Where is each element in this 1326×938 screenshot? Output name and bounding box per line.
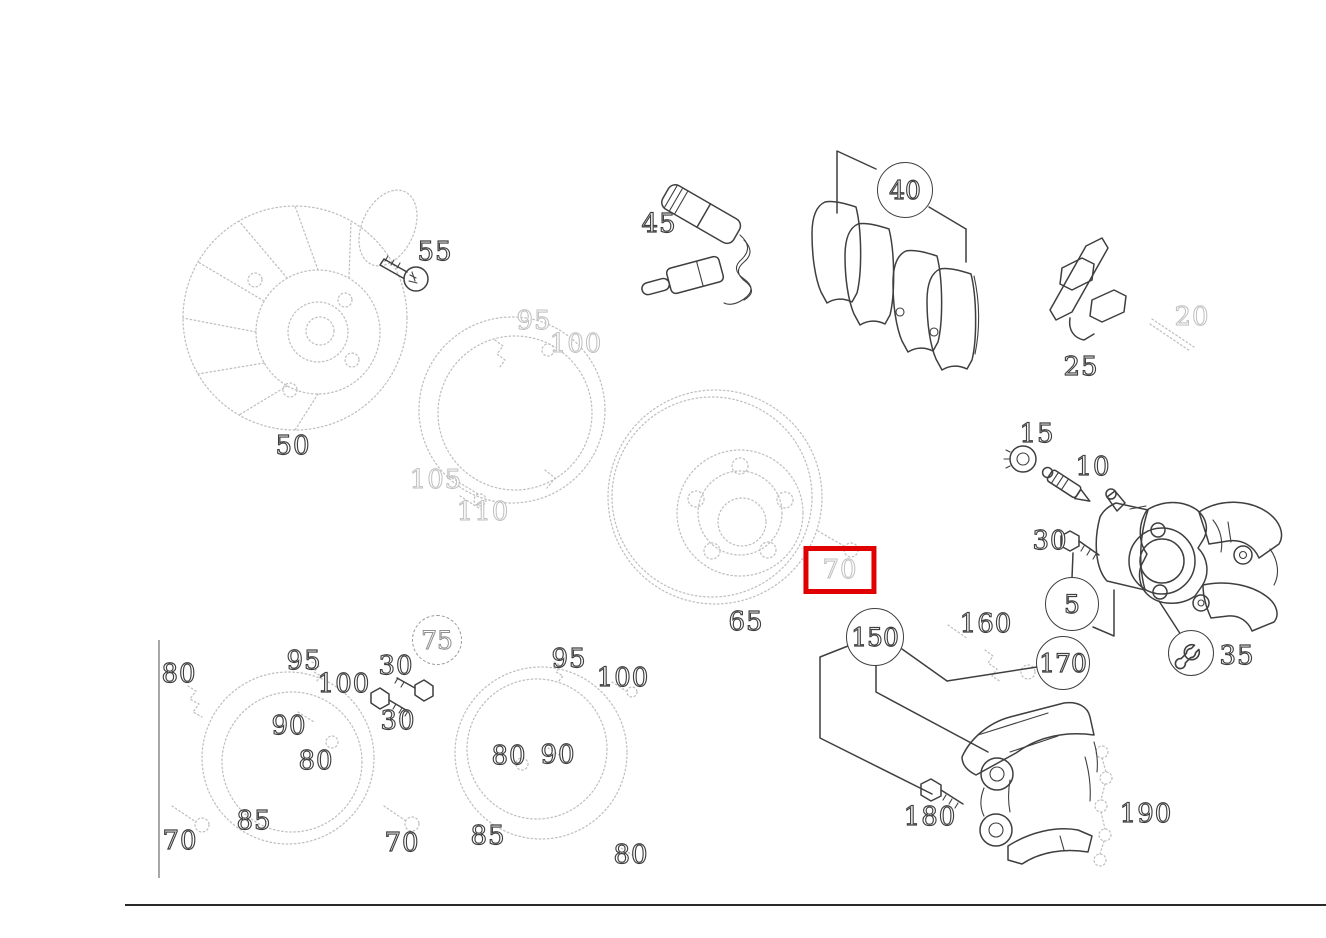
callout-80[interactable]: 80 [613,840,649,870]
bleeder-valve-art [1041,466,1091,502]
callout-90[interactable]: 90 [271,711,307,741]
callout-80[interactable]: 80 [161,659,197,689]
callout-65[interactable]: 65 [728,607,764,637]
callout-110[interactable]: 110 [456,497,510,527]
bolt-180-art [920,778,964,809]
callout-25[interactable]: 25 [1063,352,1099,382]
callout-40[interactable]: 40 [877,162,933,218]
wear-sensor-art [641,184,753,305]
callout-105[interactable]: 105 [409,465,463,495]
callout-50[interactable]: 50 [275,431,311,461]
solid-parts-art [370,150,1283,865]
callout-30[interactable]: 30 [380,706,416,736]
callout-70[interactable]: 70 [162,826,198,856]
callout-170[interactable]: 170 [1036,636,1090,690]
callout-35[interactable]: 35 [1219,641,1255,671]
callout-150[interactable]: 150 [846,608,904,666]
callout-10[interactable]: 10 [1075,452,1111,482]
callout-85[interactable]: 85 [236,806,272,836]
callout-180[interactable]: 180 [903,802,957,832]
callout-100[interactable]: 100 [549,329,603,359]
carrier-bracket-art [819,645,1098,865]
parking-shoes-right-art [454,661,638,857]
callout-30[interactable]: 30 [1032,526,1068,556]
callout-95[interactable]: 95 [286,646,322,676]
brake-pads-art [811,150,980,371]
wrench-icon [1174,643,1201,670]
callout-80[interactable]: 80 [491,741,527,771]
callout-80[interactable]: 80 [298,746,334,776]
faded-parts-art [171,189,1195,867]
callout-55[interactable]: 55 [417,237,453,267]
callout-75[interactable]: 75 [412,615,462,665]
callout-15[interactable]: 15 [1019,419,1055,449]
callout-100[interactable]: 100 [596,663,650,693]
guide-pin-kit-art [1093,745,1113,867]
special-tool-badge[interactable] [1168,630,1214,676]
callout-70[interactable]: 70 [384,828,420,858]
bleeder-cap-art [1003,445,1037,473]
backing-plate-art [182,189,418,431]
callout-85[interactable]: 85 [470,821,506,851]
callout-100[interactable]: 100 [317,669,371,699]
callout-160[interactable]: 160 [959,609,1013,639]
callout-20[interactable]: 20 [1174,302,1210,332]
callout-95[interactable]: 95 [516,306,552,336]
parking-shoes-left-art [171,661,420,845]
callout-95[interactable]: 95 [551,644,587,674]
page-border [125,640,1326,906]
spring-160-art [947,624,1036,683]
retaining-spring-art [1049,237,1127,341]
shoe-bolts-art [370,677,434,717]
parking-shoes-upper-art [418,316,606,511]
callout-190[interactable]: 190 [1119,799,1173,829]
callout-30[interactable]: 30 [378,651,414,681]
bolt-55-art [379,255,429,292]
pin-20-art [1149,318,1195,352]
brake-disc-art [607,389,823,605]
callout-70[interactable]: 70 [803,546,877,594]
caliper-art [1092,488,1283,637]
guide-bolt-art [1060,530,1100,579]
callout-5[interactable]: 5 [1045,577,1099,631]
callout-90[interactable]: 90 [540,740,576,770]
callout-45[interactable]: 45 [641,209,677,239]
